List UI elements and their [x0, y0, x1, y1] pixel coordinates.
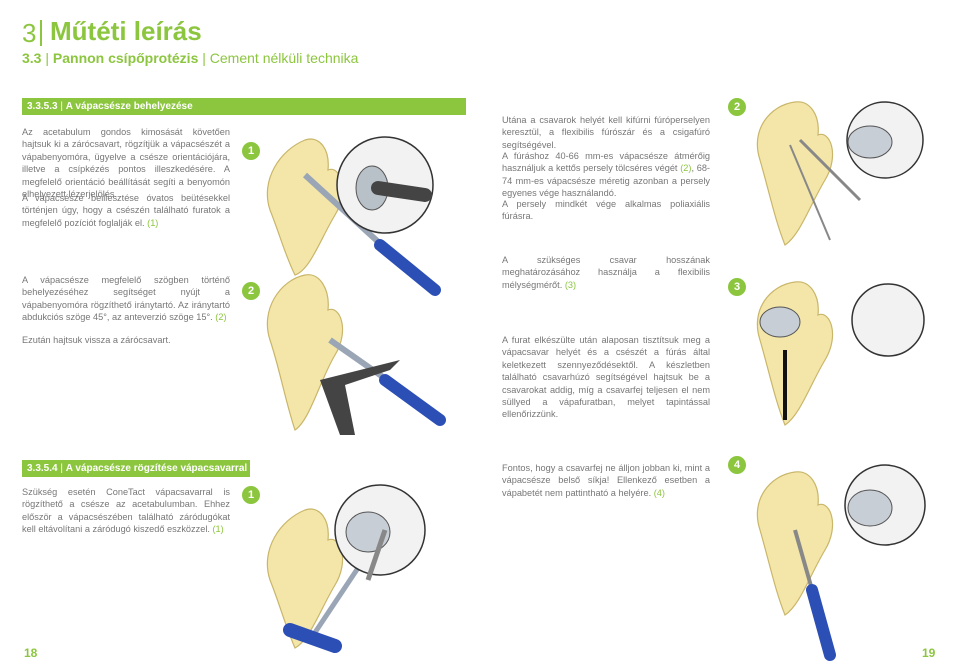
page-number-right: 19	[922, 646, 936, 660]
right-para2-text: A fúráshoz 40-66 mm-es vápacsésze átmérő…	[502, 151, 710, 174]
page-subtitle: 3.3 | Pannon csípőprotézis | Cement nélk…	[22, 50, 359, 66]
figure-badge-3-right: 3	[728, 278, 746, 296]
right-paragraph-4: A szükséges csavar hosszának meghatározá…	[502, 254, 710, 291]
chapter-title: Műtéti leírás	[50, 16, 202, 46]
para2-text: A vápacsésze beillesztése óvatos beütése…	[22, 193, 230, 228]
header-divider	[40, 20, 42, 46]
figure-badge-1b: 1	[242, 486, 260, 504]
figure-ref: (1)	[147, 217, 159, 228]
section1-paragraph-2: A vápacsésze beillesztése óvatos beütése…	[22, 192, 230, 229]
figure-badge-2-right: 2	[728, 98, 746, 116]
right-para2-tail: , 68-74 mm-es vápacsésze méretig azonban…	[502, 163, 710, 199]
right-para4-text: A szükséges csavar hosszának meghatározá…	[502, 255, 710, 290]
page-number-left: 18	[24, 646, 38, 660]
section-title: A vápacsésze rögzítése vápacsavarral	[65, 463, 248, 474]
subtitle-main: Pannon csípőprotézis	[52, 50, 199, 66]
right-paragraph-6: Fontos, hogy a csavarfej ne álljon jobba…	[502, 462, 710, 499]
section-number: 3.3.5.3	[27, 101, 58, 112]
section-bar-3-3-5-3: 3.3.5.3 | A vápacsésze behelyezése	[22, 98, 466, 115]
right-paragraph-5: A furat elkészülte után alaposan tisztít…	[502, 335, 710, 420]
illustration-screwdriver	[756, 464, 926, 661]
figure-ref: (4)	[653, 487, 665, 498]
section1-paragraph-4: Ezután hajtsuk vissza a zárócsavart.	[22, 335, 171, 345]
illustration-plug-removal	[266, 484, 426, 653]
figure-badge-1: 1	[242, 142, 260, 160]
right-para6-text: Fontos, hogy a csavarfej ne álljon jobba…	[502, 463, 710, 498]
chapter-number: 3	[22, 18, 37, 48]
section2-para-text: Szükség esetén ConeTact vápacsavarral is…	[22, 487, 230, 535]
section1-paragraph-3: A vápacsésze megfelelő szögben történő b…	[22, 274, 230, 324]
section2-paragraph-1: Szükség esetén ConeTact vápacsavarral is…	[22, 486, 230, 536]
section-bar-3-3-5-4: 3.3.5.4 | A vápacsésze rögzítése vápacsa…	[22, 460, 250, 477]
illustration-cup-impaction	[266, 136, 441, 296]
right-paragraph-1: Utána a csavarok helyét kell kifúrni fúr…	[502, 115, 710, 150]
figure-ref: (3)	[564, 279, 577, 290]
illustration-depth-gauge	[756, 281, 925, 426]
illustration-orientation-guide	[266, 274, 446, 435]
para3-text: A vápacsésze megfelelő szögben történő b…	[22, 275, 230, 323]
illustration-drilling	[756, 101, 924, 246]
subtitle-number: 3.3	[22, 50, 42, 66]
figure-ref: (2)	[215, 312, 227, 323]
figure-ref: (2)	[680, 163, 692, 174]
right-paragraph-3: A persely mindkét vége alkalmas poliaxiá…	[502, 199, 710, 222]
figure-ref: (1)	[212, 524, 224, 535]
section-number: 3.3.5.4	[27, 463, 58, 474]
right-paragraph-2: A fúráshoz 40-66 mm-es vápacsésze átmérő…	[502, 150, 710, 200]
figure-badge-2: 2	[242, 282, 260, 300]
figure-badge-4-right: 4	[728, 456, 746, 474]
section1-paragraph-1: Az acetabulum gondos kimosását követően …	[22, 127, 230, 200]
section-title: A vápacsésze behelyezése	[65, 101, 193, 112]
subtitle-extra: Cement nélküli technika	[209, 50, 359, 66]
